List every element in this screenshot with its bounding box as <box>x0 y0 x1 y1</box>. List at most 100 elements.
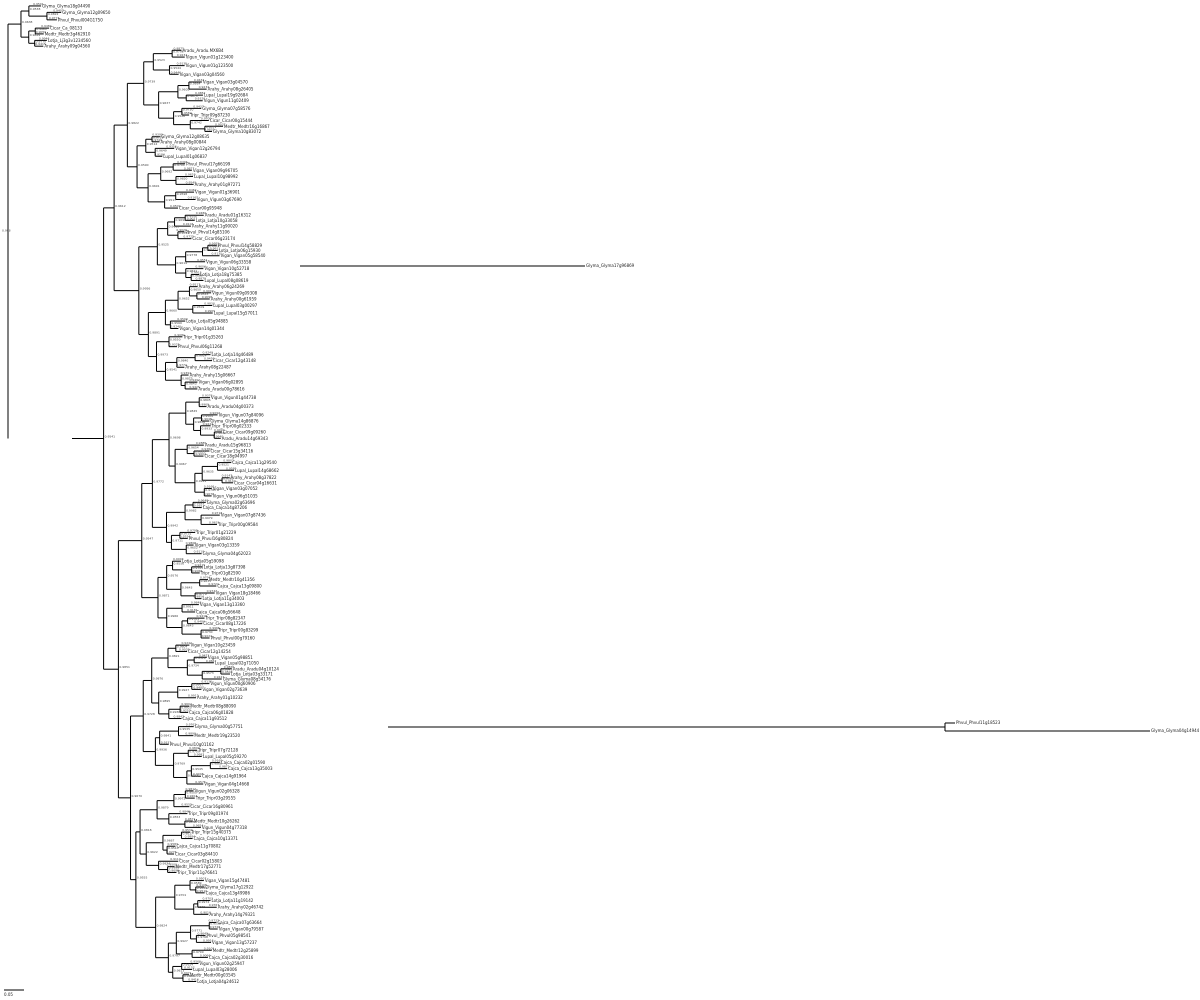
tip-label: Lotja_Lotja04g24612 <box>197 979 239 984</box>
tip-label: Glyma_Glyma02g63696 <box>207 500 256 505</box>
support-label: 0.9851 <box>119 665 130 669</box>
support-label: 0.9556 <box>174 562 185 566</box>
branch-length-label: 0.9000 <box>203 289 214 293</box>
tip-label: Arahy_Arahy01g10232 <box>197 695 243 700</box>
branch-length-label: 0.9969 <box>198 403 209 407</box>
branch-length-label: 0.9604 <box>195 265 206 269</box>
branch-length-label: 0.9533 <box>182 828 193 832</box>
tip-label: Cajca_Cajca08g56648 <box>196 609 241 614</box>
tip-label: Tripr_Tripr08g82347 <box>204 616 245 621</box>
support-label: 0.9521 <box>218 462 229 466</box>
branch-length-label: 0.9772 <box>176 363 187 367</box>
tip-label: Aradu_Aradu15g96813 <box>205 443 252 448</box>
branch-length-label: 0.9654 <box>193 823 204 827</box>
tip-label: Lotja_Lotja18g75385 <box>200 272 242 277</box>
tip-label: Glyma_Glyma08g54176 <box>223 676 272 681</box>
tip-label: Lupal_Lupal10g98992 <box>194 174 238 179</box>
branch-length-label: 0.9884 <box>185 835 196 839</box>
support-label: 0.9655 <box>195 450 206 454</box>
tip-label: Cajca_Cajca11g29540 <box>232 460 277 465</box>
branch-length-label: 0.9037 <box>215 122 226 126</box>
support-label: 0.9845 <box>187 409 198 413</box>
branch-length-label: 0.9971 <box>181 971 192 975</box>
support-label: 0.9701 <box>189 617 200 621</box>
branch-length-label: 0.9569 <box>190 959 201 963</box>
support-label: 0.9912 <box>196 479 207 483</box>
support-label: 0.9652 <box>179 296 190 300</box>
tip-label: Aradu_Aradu01g16312 <box>205 213 252 218</box>
branch-length-label: 0.9905 <box>205 309 216 313</box>
branch-length-label: 0.9648 <box>198 498 209 502</box>
support-label: 0.9820 <box>177 176 188 180</box>
support-label: 0.9547 <box>143 537 154 541</box>
tip-label: Vigan_Vigan01g36901 <box>195 190 240 195</box>
support-label: 0.9541 <box>166 367 177 371</box>
support-label: 0.9650 <box>190 287 201 291</box>
support-label: 0.9637 <box>160 101 171 105</box>
support-label: 0.9974 <box>199 900 210 904</box>
support-label: 0.9734 <box>188 664 199 668</box>
branch-length-label: 0.9184 <box>154 152 165 156</box>
branch-length-label: 0.9384 <box>201 447 212 451</box>
tip-label: Vigun_Vigun01g123400 <box>186 55 234 60</box>
support-label: 0.9728 <box>144 712 155 716</box>
support-label: 0.9660 <box>166 309 177 313</box>
branch-length-label: 0.9337 <box>161 740 172 744</box>
support-label: 0.9571 <box>206 125 217 129</box>
tip-label: Lupal_Lupal05g59270 <box>203 754 247 759</box>
support-label: 0.9982 <box>186 508 197 512</box>
support-label: 0.9670 <box>132 794 143 798</box>
tip-label: Glyma_Glyma12g09650 <box>62 10 111 15</box>
tip-label: Cajca_Cajca11g70802 <box>176 844 221 849</box>
support-label: 0.9924 <box>183 962 194 966</box>
tip-label: Glyma_Glyma18g04490 <box>42 3 91 8</box>
support-label: 0.9705 <box>193 566 204 570</box>
support-label: 0.9818 <box>141 828 152 832</box>
tip-label: Phvul_Phvul11g18523 <box>956 720 1001 725</box>
support-label: 0.9822 <box>194 501 205 505</box>
tip-label: Arahy_Arahy00g61959 <box>211 296 257 301</box>
branch-length-label: 0.9108 <box>196 883 207 887</box>
tip-label: Glyma_Glyma17g96869 <box>586 263 635 268</box>
tip-label: Vigan_Vigan05g98851 <box>208 655 253 660</box>
branch-length-label: 0.9473 <box>199 653 210 657</box>
tip-label: Vigan_Vigan10g52718 <box>204 266 249 271</box>
branch-length-label: 0.9136 <box>201 680 212 684</box>
tip-label: Cajca_Cajca06g01828 <box>189 710 234 715</box>
branch-length-label: 0.9247 <box>214 675 225 679</box>
support-label: 0.9878 <box>195 905 206 909</box>
branch-length-label: 0.9109 <box>204 946 215 950</box>
branch-length-label: 0.9842 <box>174 715 185 719</box>
support-label: 0.9617 <box>182 831 193 835</box>
tip-label: Cicar_Cicar16g80961 <box>190 804 233 809</box>
tip-label: Vigun_Vigun09g09308 <box>212 290 258 295</box>
branch-length-label: 0.9024 <box>202 634 213 638</box>
support-label: 0.9509 <box>194 305 205 309</box>
branch-length-label: 0.9871 <box>219 765 230 769</box>
tip-label: Arahy_Arahy01g97271 <box>195 182 241 187</box>
support-label: 0.9847 <box>203 248 214 252</box>
branch-length-label: 0.9276 <box>166 850 177 854</box>
tip-label: Vigan_Vigan18g18466 <box>216 591 261 596</box>
tip-label: Phvul_Phvul05g98541 <box>206 933 251 938</box>
support-label: 0.9517 <box>166 198 177 202</box>
support-label: 0.9544 <box>170 66 181 70</box>
tip-label: Vigan_Vigan02g73639 <box>202 687 247 692</box>
branch-length-label: 0.9147 <box>222 474 233 478</box>
tip-label: Phvul_Phvul10g01162 <box>170 742 215 747</box>
tip-label: Glyma_Glyma00g57751 <box>195 724 244 729</box>
branch-length-label: 0.9982 <box>194 752 205 756</box>
support-label: 0.9698 <box>176 218 187 222</box>
branch-length-label: 0.9846 <box>179 810 190 814</box>
tip-label: Lupal_Lupal08g08619 <box>204 278 248 283</box>
tip-label: Aradu_Aradu00g78616 <box>198 386 245 391</box>
branch-length-label: 0.9718 <box>212 511 223 515</box>
tip-label: Cajca_Cajca13g35003 <box>228 766 273 771</box>
tip-label: Lotja_Lotja03g33171 <box>231 672 273 677</box>
tip-label: Cajca_Cajca11g93512 <box>183 716 228 721</box>
branch-length-label: 0.9068 <box>192 569 203 573</box>
branch-length-label: 0.9703 <box>202 897 213 901</box>
branch-length-label: 0.9812 <box>186 787 197 791</box>
tip-label: Aradu_Aradu14g69343 <box>222 436 269 441</box>
tip-label: Aradu_Aradu04g10124 <box>233 666 280 671</box>
